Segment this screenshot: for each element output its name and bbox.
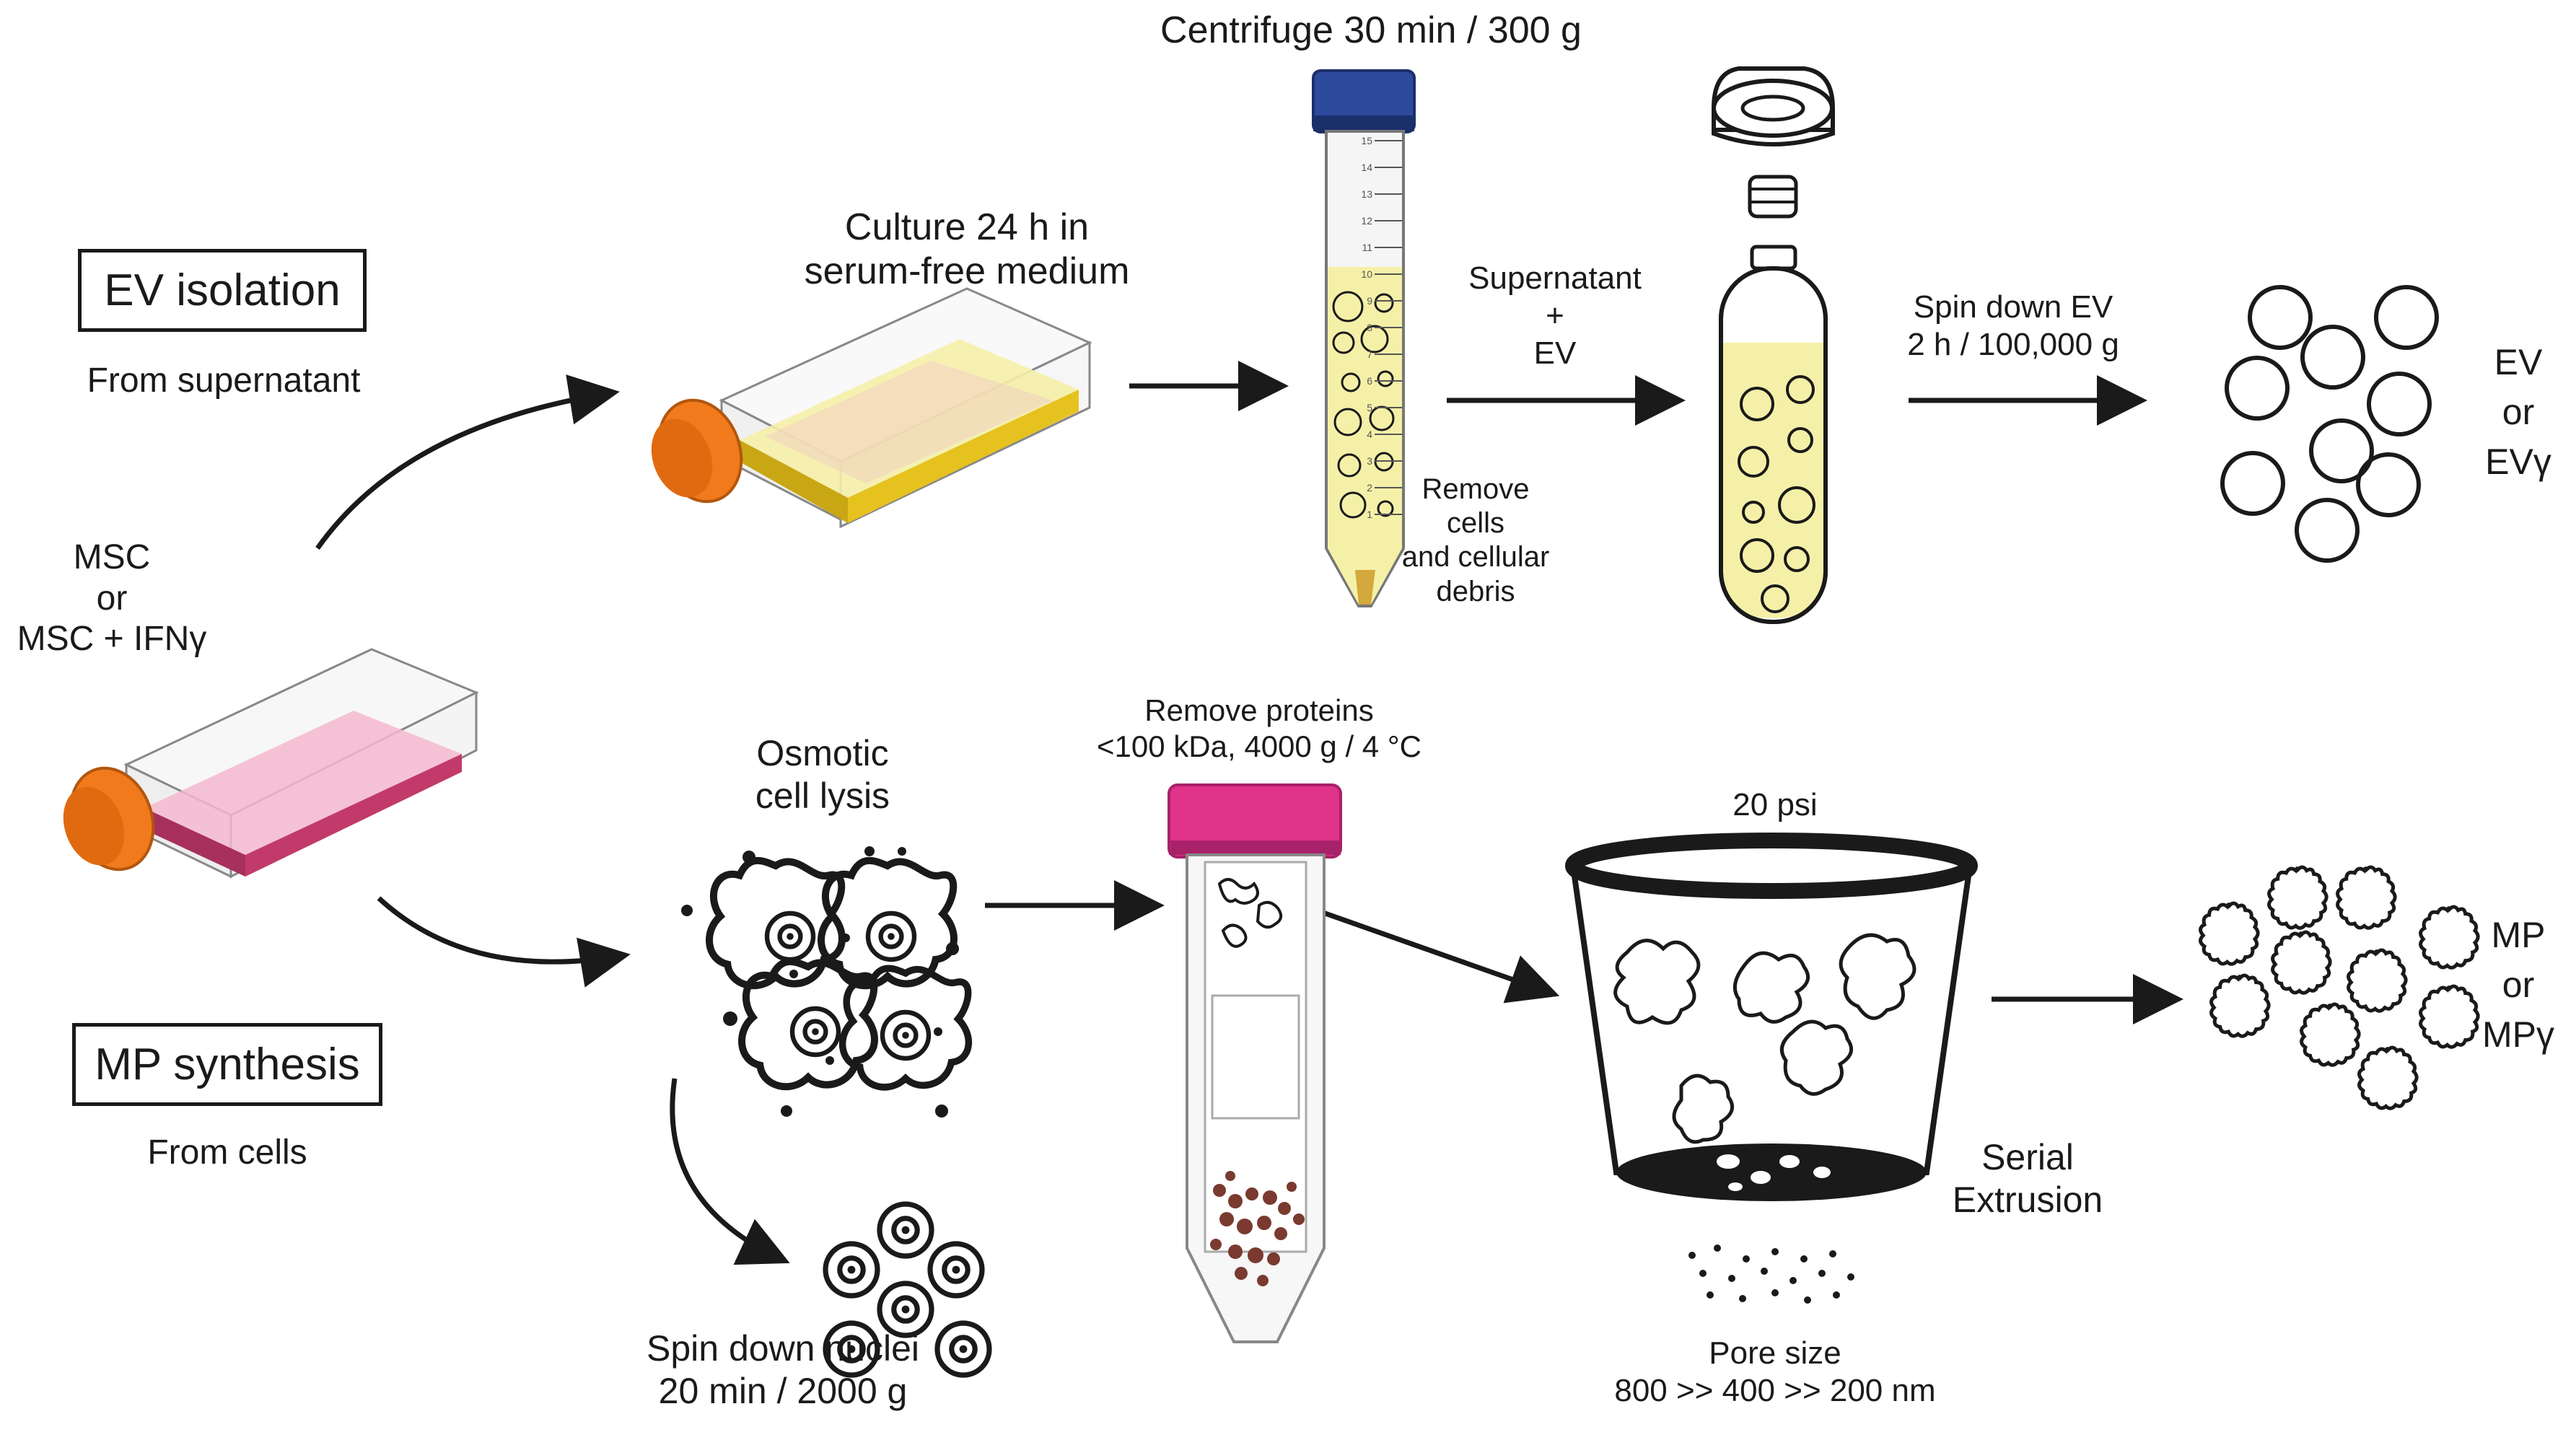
mp-synthesis-box: MP synthesis (72, 1023, 382, 1106)
extruder-chamber (1565, 833, 1978, 1201)
ev-vesicles (2220, 285, 2439, 563)
mp-result-line-3: MPγ (2482, 1014, 2554, 1055)
tube-tick-label: 4 (1367, 429, 1372, 440)
proteins-line-2: <100 kDa, 4000 g / 4 °C (1097, 729, 1421, 763)
remove-line-2: cells (1446, 507, 1505, 540)
cells-line-1: MSC (73, 538, 151, 576)
process-arrows (315, 361, 2183, 1265)
tube-tick-label: 10 (1361, 268, 1372, 280)
tube-tick-label: 13 (1361, 188, 1372, 200)
cells-label: MSC or MSC + IFNγ (7, 537, 216, 660)
culture-label: Culture 24 h in serum-free medium (765, 206, 1169, 294)
lysed-cells-cluster (681, 846, 968, 1118)
cells-line-2: or (96, 579, 128, 618)
extrusion-line-2: Extrusion (1952, 1180, 2103, 1220)
nuclei-line-1: Spin down nuclei (646, 1328, 920, 1369)
ev-isolation-box: EV isolation (78, 249, 367, 332)
remove-debris-label: Remove cells and cellular debris (1389, 473, 1562, 609)
mp-result-line-1: MP (2491, 915, 2546, 955)
tube-tick-label: 15 (1361, 135, 1372, 146)
spin-ev-line-2: 2 h / 100,000 g (1907, 326, 2119, 362)
tube-tick-label: 14 (1361, 162, 1372, 173)
tube-graduation-ticks: 15 14 13 12 11 10 9 8 7 6 5 4 3 2 1 (1361, 135, 1402, 520)
mp-result-line-2: or (2502, 965, 2535, 1005)
cells-line-3: MSC + IFNγ (17, 620, 207, 659)
supernatant-line-1: Supernatant (1468, 260, 1642, 296)
culture-line-1: Culture 24 h in (844, 206, 1090, 248)
spin-ev-line-1: Spin down EV (1913, 289, 2113, 325)
supernatant-line-3: EV (1533, 335, 1577, 371)
remove-line-4: debris (1436, 575, 1515, 607)
supernatant-line-2: + (1546, 297, 1564, 333)
lysis-line-2: cell lysis (755, 776, 890, 816)
pressure-label: 20 psi (1732, 787, 1818, 822)
extrusion-line-1: Serial (1981, 1137, 2074, 1177)
tube-tick-label: 11 (1362, 242, 1372, 253)
lysis-label: Osmotic cell lysis (704, 732, 942, 817)
mp-result-label: MP or MPγ (2468, 910, 2569, 1060)
ev-result-line-2: or (2502, 392, 2535, 432)
pore-size-label: Pore size 800 >> 400 >> 200 nm (1587, 1335, 1963, 1410)
tube-tick-label: 6 (1367, 375, 1372, 387)
ev-source-label: From supernatant (87, 361, 361, 400)
proteins-line-1: Remove proteins (1144, 693, 1374, 727)
lysis-line-1: Osmotic (756, 733, 889, 773)
ev-result-label: EV or EVγ (2468, 338, 2569, 487)
msc-culture-flask (63, 648, 479, 879)
remove-proteins-label: Remove proteins <100 kDa, 4000 g / 4 °C (1075, 693, 1443, 764)
nuclei-label: Spin down nuclei 20 min / 2000 g (613, 1327, 952, 1413)
remove-line-3: and cellular (1401, 541, 1550, 574)
nuclei-line-2: 20 min / 2000 g (658, 1371, 908, 1411)
arrow-filter-to-extruder (1318, 908, 1560, 1004)
extruded-particles (1688, 1244, 1854, 1304)
remove-line-1: Remove (1421, 473, 1530, 505)
ev-result-line-1: EV (2494, 342, 2543, 382)
centrifugal-filter-tube (1167, 783, 1342, 1343)
tube-tick-label: 12 (1361, 215, 1372, 227)
tube-tick-label: 8 (1367, 322, 1372, 333)
tube-tick-label: 7 (1367, 348, 1372, 360)
ultracentrifuge-tube (1712, 66, 1835, 624)
mp-vesicles (2201, 867, 2479, 1108)
tube-tick-label: 1 (1367, 509, 1372, 520)
extrusion-label: Serial Extrusion (1919, 1136, 2136, 1221)
pore-line-2: 800 >> 400 >> 200 nm (1614, 1372, 1936, 1408)
arrow-lysis-to-nuclei (670, 1078, 790, 1265)
tube-tick-label: 9 (1367, 295, 1372, 307)
mp-synthesis-title: MP synthesis (95, 1039, 360, 1089)
culture-line-2: serum-free medium (804, 250, 1130, 293)
ev-isolation-title: EV isolation (104, 265, 341, 315)
spin-ev-label: Spin down EV 2 h / 100,000 g (1891, 289, 2136, 364)
mp-source-label: From cells (147, 1133, 307, 1172)
arrow-cells-to-lysis (377, 896, 631, 988)
supernatant-label: Supernatant + EV (1436, 260, 1674, 372)
tube-tick-label: 5 (1367, 402, 1372, 413)
serum-free-culture-flask (651, 287, 1092, 529)
centrifuge-label: Centrifuge 30 min / 300 g (1160, 9, 1582, 51)
tube-tick-label: 2 (1367, 482, 1372, 493)
arrow-cells-to-culture (315, 374, 620, 550)
ev-result-line-3: EVγ (2485, 442, 2551, 482)
tube-tick-label: 3 (1367, 455, 1372, 467)
pore-line-1: Pore size (1709, 1335, 1841, 1371)
